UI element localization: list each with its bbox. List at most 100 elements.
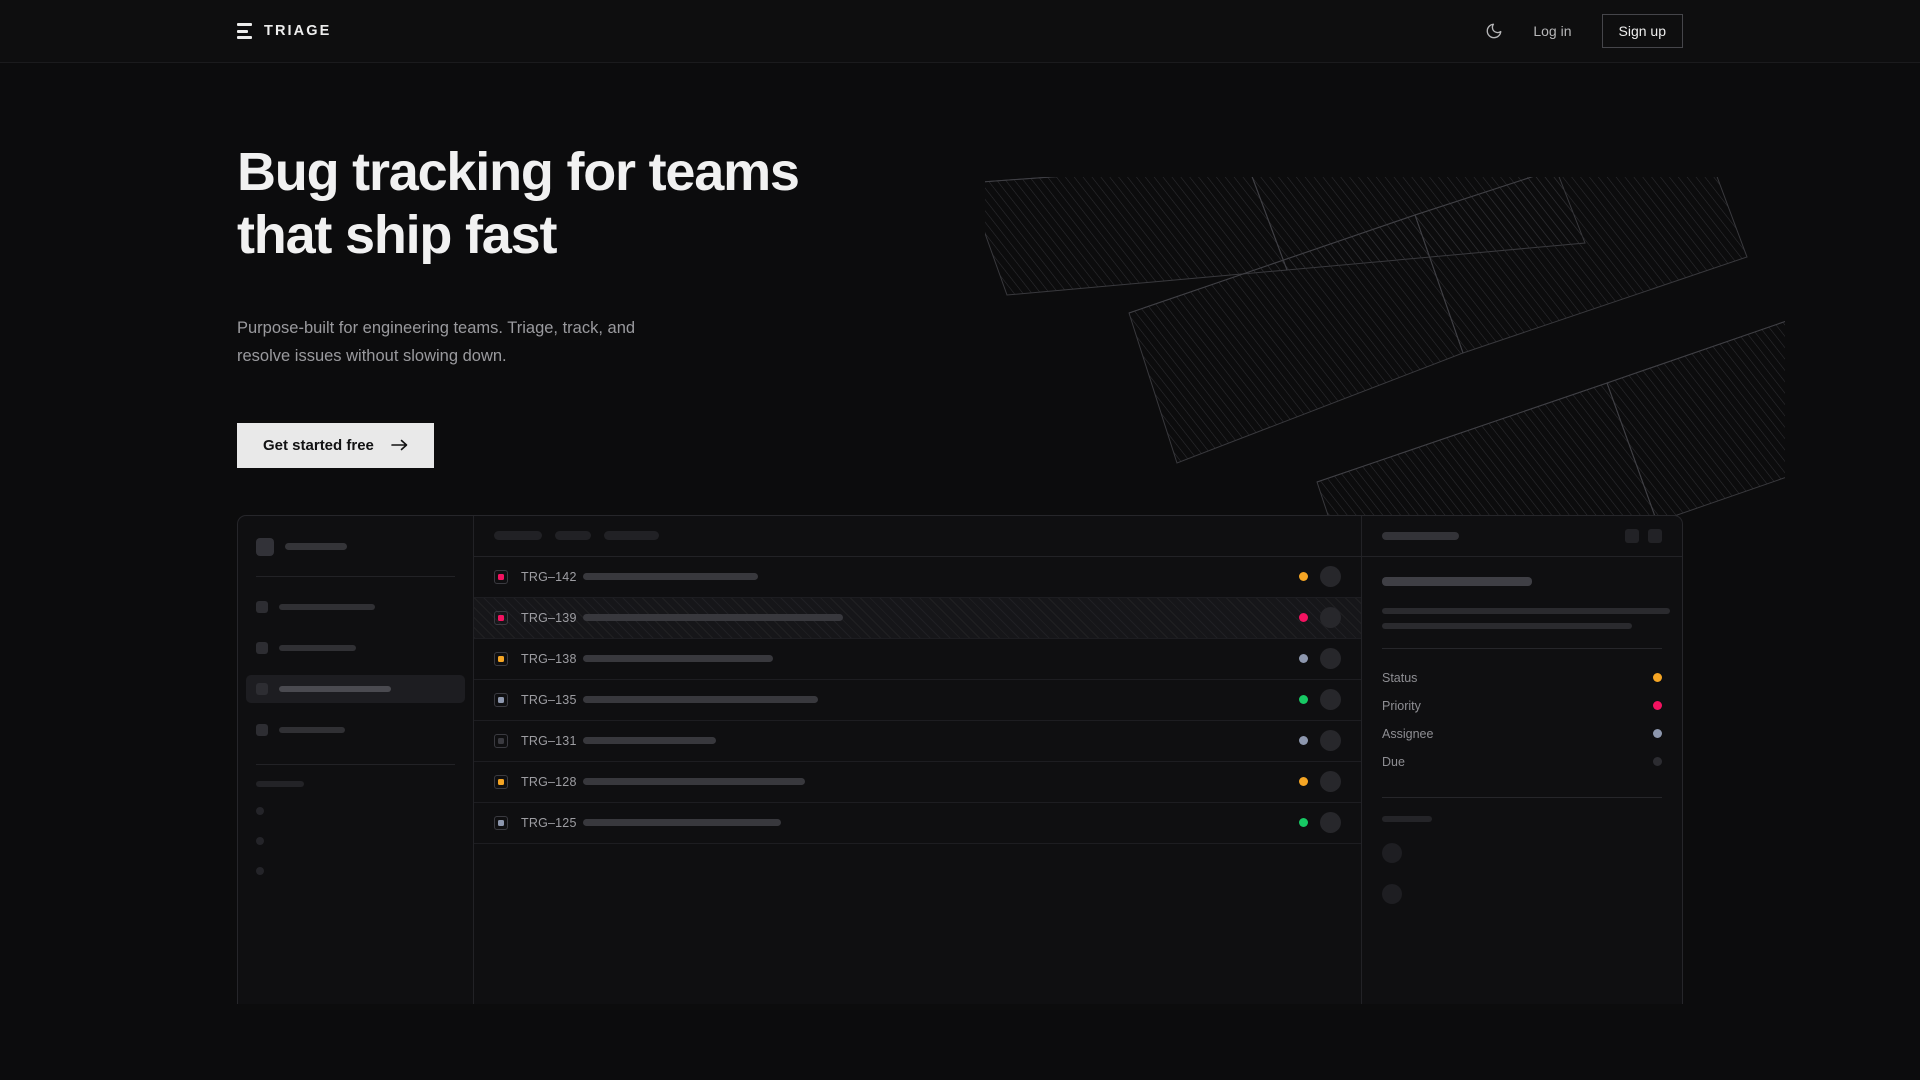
table-row[interactable]: TRG–128 xyxy=(474,762,1361,803)
priority-icon xyxy=(494,569,508,584)
priority-icon xyxy=(494,610,508,625)
detail-header xyxy=(1362,516,1682,557)
preview-sidebar xyxy=(238,515,474,1004)
detail-action-button-0[interactable] xyxy=(1625,528,1639,543)
issue-title-placeholder xyxy=(583,778,805,786)
metadata-row[interactable]: Due xyxy=(1382,748,1662,776)
priority-icon xyxy=(494,651,508,666)
brand-logo[interactable]: TRIAGE xyxy=(237,23,331,39)
priority-icon xyxy=(494,692,508,707)
issue-id: TRG–138 xyxy=(521,651,577,666)
get-started-button[interactable]: Get started free xyxy=(237,422,434,468)
nav-actions: Log in Sign up xyxy=(1485,14,1683,48)
issue-id: TRG–131 xyxy=(521,733,577,748)
table-row[interactable]: TRG–125 xyxy=(474,803,1361,844)
issue-title-placeholder xyxy=(583,614,843,622)
workspace-name-placeholder xyxy=(285,543,347,551)
cta-label: Get started free xyxy=(263,436,374,454)
priority-icon xyxy=(494,733,508,748)
detail-action-button-1[interactable] xyxy=(1648,528,1662,543)
sidebar-nav-list xyxy=(246,593,465,744)
detail-text-line-1 xyxy=(1382,622,1632,629)
detail-divider-2 xyxy=(1382,796,1662,798)
issue-title-placeholder xyxy=(583,655,773,663)
status-badge xyxy=(1299,654,1308,664)
avatar[interactable] xyxy=(1320,607,1341,629)
workspace-avatar xyxy=(256,537,274,556)
sidebar-divider-top xyxy=(256,575,455,577)
sidebar-item-icon xyxy=(256,600,268,613)
sidebar-sub-item-0[interactable] xyxy=(256,806,264,815)
metadata-value-badge xyxy=(1653,673,1662,683)
filter-chip-1[interactable] xyxy=(555,531,591,541)
sidebar-sub-item-2[interactable] xyxy=(256,866,264,875)
avatar[interactable] xyxy=(1320,771,1341,793)
issue-title-placeholder xyxy=(583,573,758,581)
login-link[interactable]: Log in xyxy=(1533,23,1572,39)
filter-chip-2[interactable] xyxy=(604,531,659,541)
issue-title-placeholder xyxy=(583,696,818,704)
table-row[interactable]: TRG–142 xyxy=(474,557,1361,598)
workspace-switcher[interactable] xyxy=(256,537,455,556)
hero-section: Bug tracking for teams that ship fast Pu… xyxy=(0,122,1920,634)
issue-id: TRG–139 xyxy=(521,610,577,625)
sidebar-section-label-placeholder xyxy=(256,780,304,787)
table-row[interactable]: TRG–135 xyxy=(474,680,1361,721)
issue-id: TRG–135 xyxy=(521,692,577,707)
priority-icon xyxy=(494,815,508,830)
sidebar-item-label-placeholder xyxy=(279,644,356,651)
metadata-value-badge xyxy=(1653,729,1662,739)
status-badge xyxy=(1299,777,1308,787)
issue-id: TRG–125 xyxy=(521,815,577,830)
comment-avatar-1 xyxy=(1382,883,1402,904)
avatar[interactable] xyxy=(1320,566,1341,588)
comment-list xyxy=(1382,842,1662,904)
metadata-row[interactable]: Priority xyxy=(1382,692,1662,720)
moon-icon[interactable] xyxy=(1485,22,1503,40)
page-title: Bug tracking for teams that ship fast xyxy=(237,142,800,266)
sidebar-item-icon xyxy=(256,641,268,654)
avatar[interactable] xyxy=(1320,648,1341,670)
filter-chip-0[interactable] xyxy=(494,531,542,541)
metadata-label: Assignee xyxy=(1382,726,1434,741)
avatar[interactable] xyxy=(1320,812,1341,834)
status-badge xyxy=(1299,818,1308,828)
table-row[interactable]: TRG–131 xyxy=(474,721,1361,762)
top-navigation: TRIAGE Log in Sign up xyxy=(0,0,1920,63)
table-row[interactable]: TRG–138 xyxy=(474,639,1361,680)
brand-name: TRIAGE xyxy=(264,23,332,39)
priority-icon xyxy=(494,774,508,789)
sidebar-item-3[interactable] xyxy=(246,716,465,744)
sidebar-item-label-placeholder xyxy=(279,685,391,692)
detail-description-placeholder xyxy=(1382,607,1670,629)
status-badge xyxy=(1299,695,1308,705)
sidebar-sub-items xyxy=(256,806,455,875)
metadata-value-badge xyxy=(1653,701,1662,711)
status-badge xyxy=(1299,736,1308,746)
issue-title-placeholder xyxy=(583,737,716,745)
issue-id: TRG–128 xyxy=(521,774,577,789)
triage-logo-icon xyxy=(237,23,252,39)
detail-header-buttons xyxy=(1625,528,1662,543)
avatar[interactable] xyxy=(1320,689,1341,711)
signup-button[interactable]: Sign up xyxy=(1601,14,1683,48)
sidebar-item-1[interactable] xyxy=(246,634,465,662)
comment-avatar-0 xyxy=(1382,842,1402,863)
table-row[interactable]: TRG–139 xyxy=(474,597,1361,639)
sidebar-divider-bottom xyxy=(256,763,455,765)
sidebar-sub-item-1[interactable] xyxy=(256,836,264,845)
sidebar-item-icon xyxy=(256,723,268,736)
sidebar-item-2[interactable] xyxy=(246,674,465,703)
sidebar-item-0[interactable] xyxy=(246,593,465,621)
hero-subtitle: Purpose-built for engineering teams. Tri… xyxy=(237,319,636,365)
metadata-label: Status xyxy=(1382,670,1418,685)
metadata-row[interactable]: Status xyxy=(1382,664,1662,692)
avatar[interactable] xyxy=(1320,730,1341,752)
metadata-row[interactable]: Assignee xyxy=(1382,720,1662,748)
